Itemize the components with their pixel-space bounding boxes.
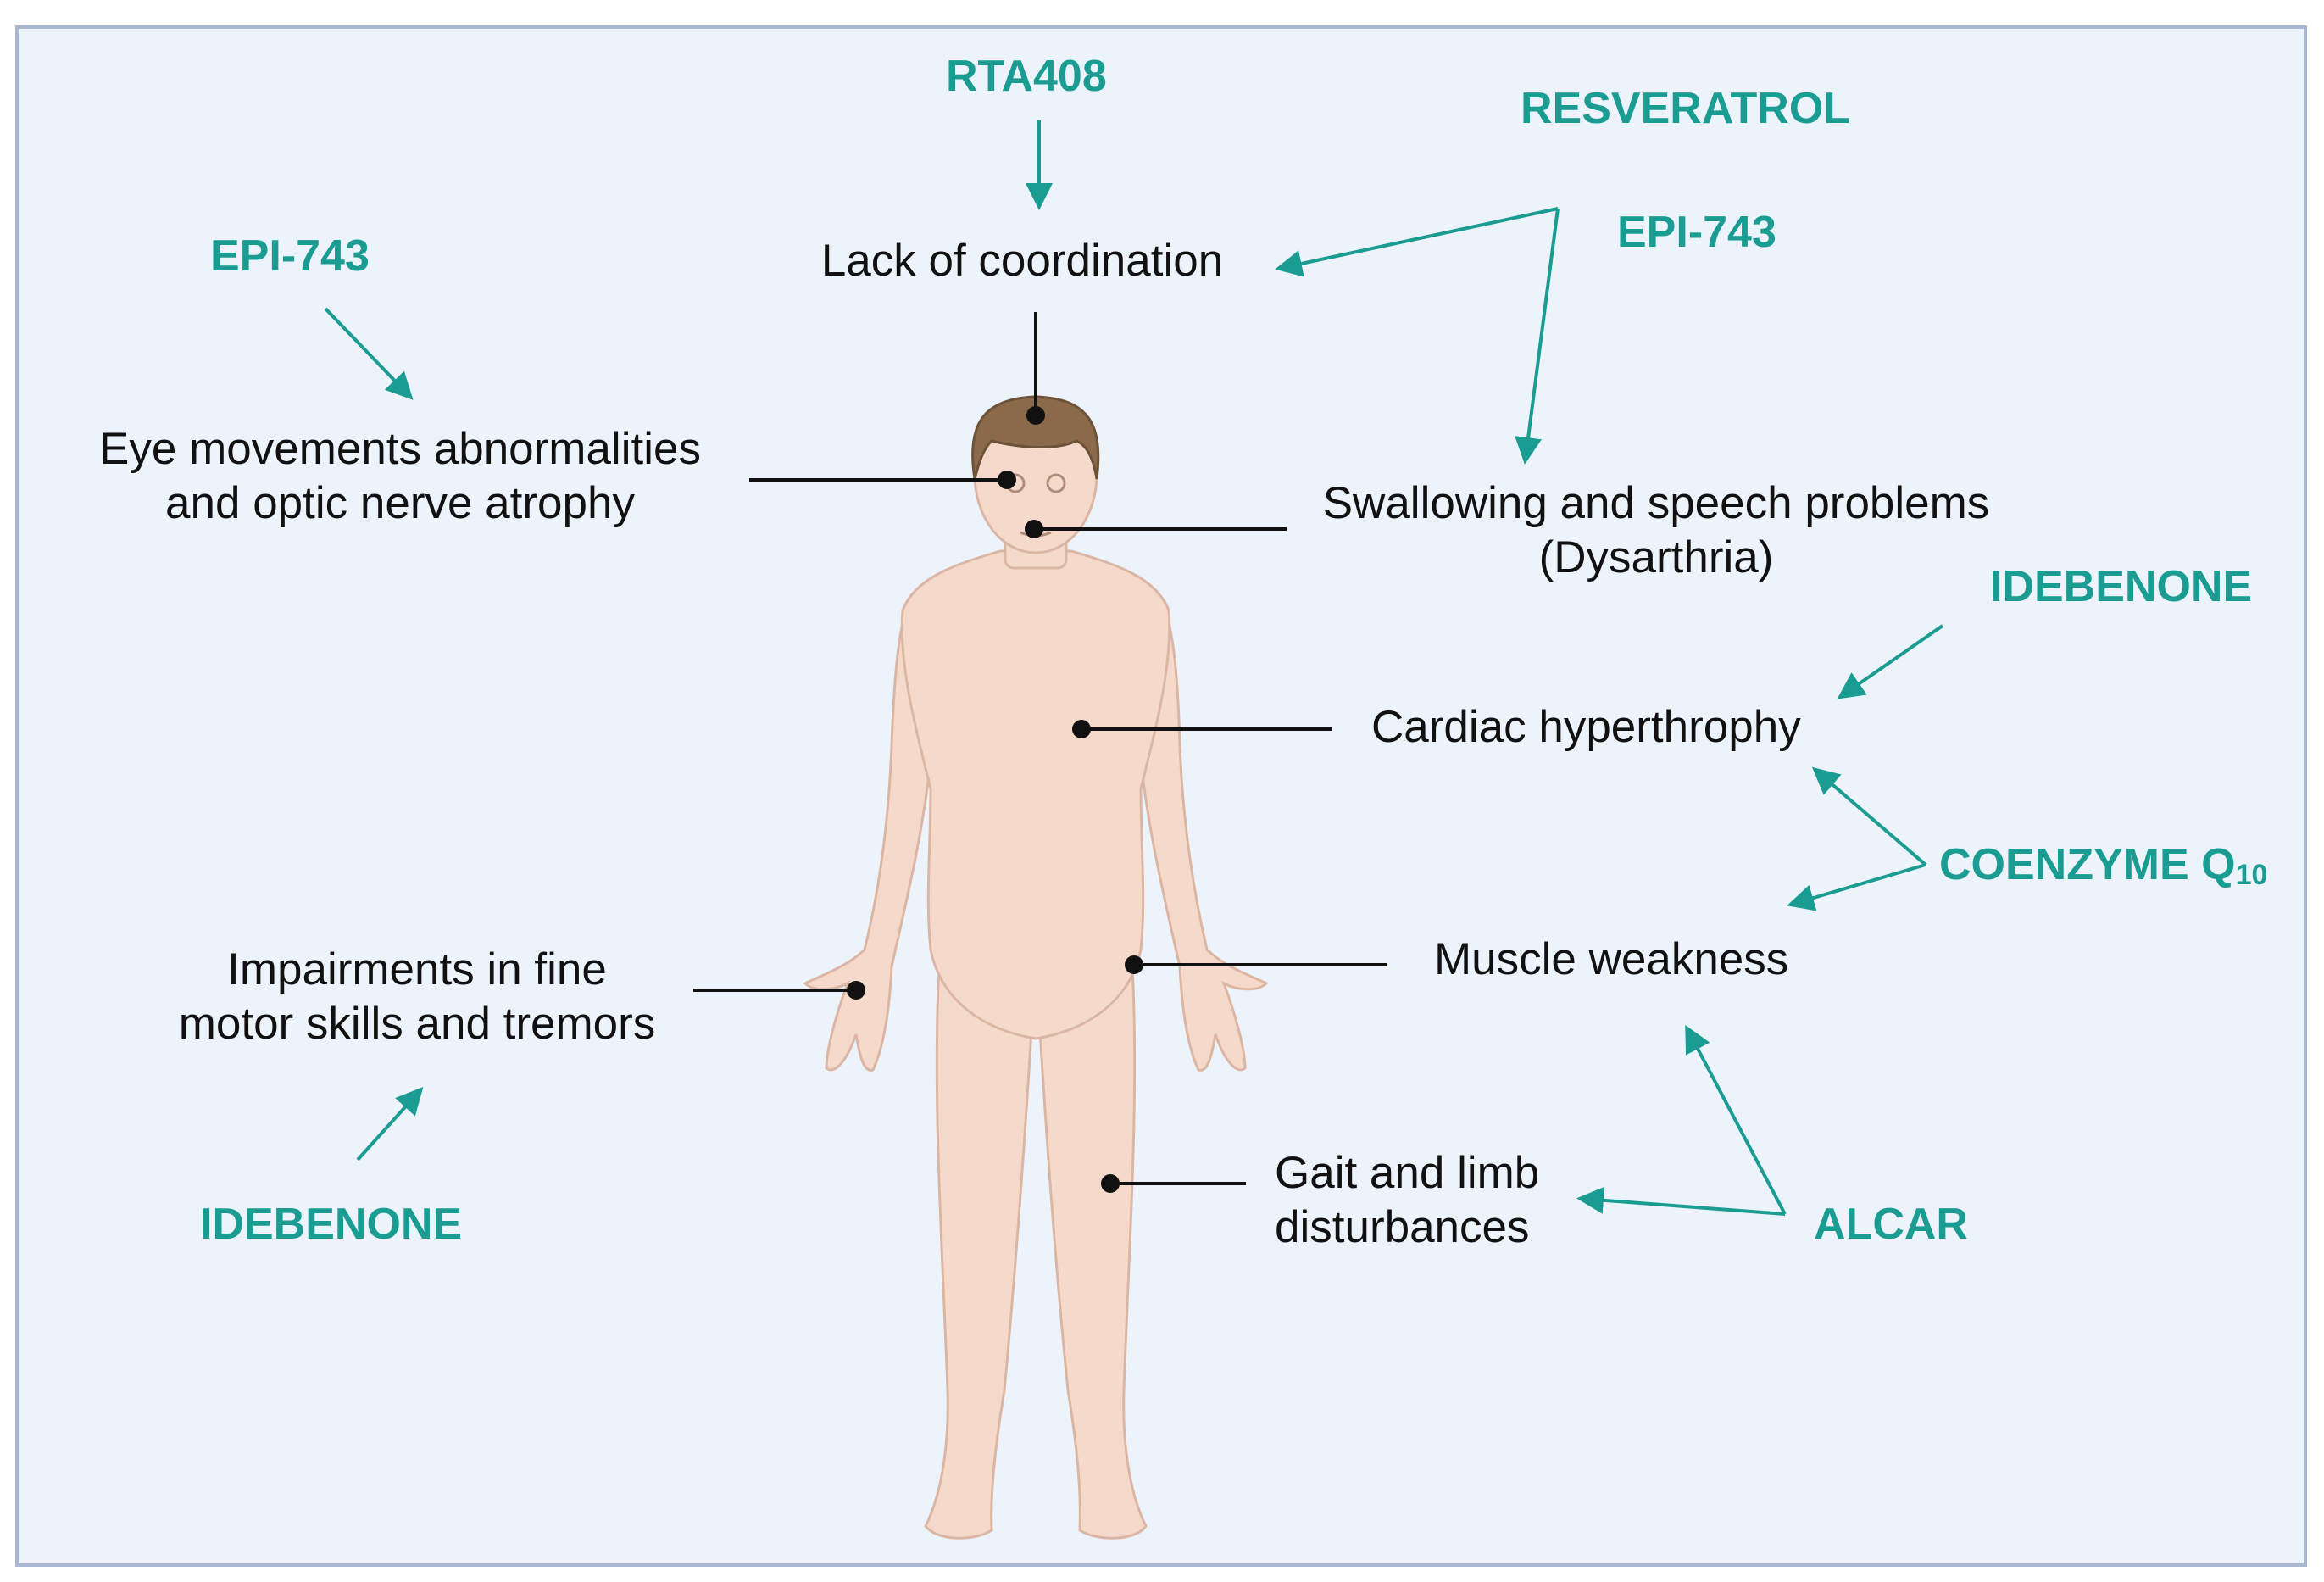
right-leg: [1037, 964, 1148, 1540]
arrow-epi743-right-swallow: [1515, 208, 1560, 465]
label-idebenone-right: IDEBENONE: [1990, 562, 2253, 611]
human-body-figure: [803, 395, 1269, 1540]
dot-gait: [1101, 1174, 1120, 1193]
dot-cardiac: [1072, 720, 1091, 738]
label-gait-line1: Gait and limb: [1275, 1148, 1540, 1198]
arrow-alcar-gait: [1576, 1186, 1786, 1216]
arrow-epi743-left-eye: [324, 307, 414, 400]
arrow-idebenone-left-fine: [356, 1087, 424, 1161]
label-coenzyme: COENZYME Q: [1939, 840, 2236, 889]
label-muscle: Muscle weakness: [1434, 934, 1789, 984]
label-coenzyme-subscript: 10: [2235, 859, 2268, 891]
label-gait-line2: disturbances: [1275, 1202, 1530, 1252]
drug-idebenone-right: IDEBENONE: [1990, 561, 2252, 612]
dot-swallow: [1025, 520, 1043, 538]
arrow-coenzyme-cardiac: [1811, 766, 1927, 866]
drug-arrows: [324, 120, 1944, 1216]
dot-eye: [998, 471, 1016, 489]
label-resveratrol: RESVERATROL: [1521, 84, 1851, 133]
drug-rta408: RTA408: [946, 51, 1107, 102]
label-idebenone-left: IDEBENONE: [200, 1200, 463, 1249]
label-alcar: ALCAR: [1814, 1200, 1968, 1249]
symptom-eye-movements: Eye movements abnormalities and optic ne…: [99, 422, 701, 531]
drug-alcar: ALCAR: [1814, 1199, 1968, 1250]
drug-epi743-right: EPI-743: [1617, 207, 1776, 258]
label-epi743-left: EPI-743: [210, 231, 370, 281]
label-eye-line1: Eye movements abnormalities: [99, 424, 701, 474]
label-swallow-line1: Swallowing and speech problems: [1322, 478, 1990, 528]
label-swallow-line2: (Dysarthria): [1538, 532, 1774, 582]
symptom-swallowing-speech: Swallowing and speech problems (Dysarthr…: [1323, 476, 1990, 585]
leader-lines: [693, 312, 1387, 1193]
symptom-cardiac: Cardiac hyperthrophy: [1371, 700, 1801, 755]
symptom-fine-motor: Impairments in fine motor skills and tre…: [179, 943, 656, 1051]
symptom-lack-of-coordination: Lack of coordination: [821, 234, 1223, 288]
drug-resveratrol: RESVERATROL: [1521, 83, 1850, 134]
right-arm: [1137, 590, 1269, 1072]
arrow-idebenone-right-cardiac: [1837, 624, 1944, 699]
symptom-gait-limb: Gait and limb disturbances: [1275, 1146, 1539, 1255]
label-fine-line1: Impairments in fine: [227, 944, 607, 994]
label-cardiac: Cardiac hyperthrophy: [1371, 702, 1801, 752]
symptom-muscle-weakness: Muscle weakness: [1434, 933, 1788, 987]
arrow-coenzyme-muscle: [1787, 863, 1926, 911]
drug-epi743-left: EPI-743: [210, 231, 370, 281]
arrow-alcar-muscle: [1685, 1024, 1787, 1215]
label-rta408: RTA408: [946, 52, 1107, 101]
torso: [900, 549, 1171, 1040]
label-epi743-right: EPI-743: [1617, 208, 1776, 257]
hair: [971, 395, 1100, 480]
dot-fine-motor: [847, 981, 865, 1000]
left-arm: [803, 590, 934, 1072]
label-coordination: Lack of coordination: [820, 236, 1224, 286]
drug-idebenone-left: IDEBENONE: [200, 1199, 462, 1250]
arrow-epi743-right-coordination: [1275, 207, 1559, 277]
drug-coenzyme-q10: COENZYME Q10: [1939, 839, 2267, 900]
label-eye-line2: and optic nerve atrophy: [165, 478, 635, 528]
dot-coordination: [1026, 406, 1045, 425]
label-fine-line2: motor skills and tremors: [178, 999, 656, 1049]
dot-muscle: [1125, 955, 1143, 974]
left-leg: [924, 964, 1034, 1540]
